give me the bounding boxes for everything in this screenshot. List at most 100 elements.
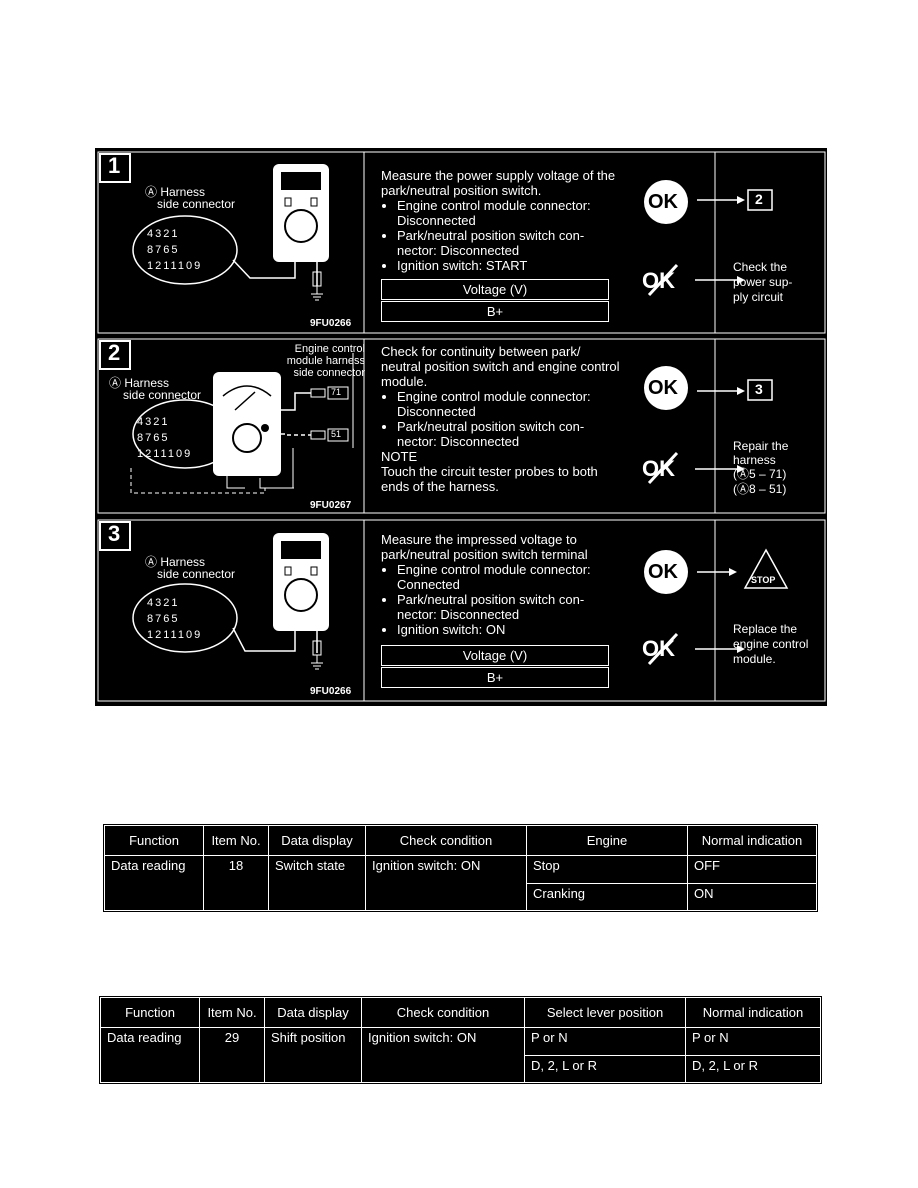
pin-12: 12 [147,260,164,272]
check-condition-cell: Ignition switch: ON [365,855,527,911]
step-number: 3 [108,521,121,546]
pin-8: 8 [147,244,156,256]
indication-cell: ON [687,882,817,911]
col-header: Item No. [203,825,269,856]
step1-figure [132,164,329,301]
ok-badge: OK [648,191,678,213]
pin-4: 4 [147,597,156,609]
pin-11: 11 [163,260,178,272]
bullet: Ignition switch: START [397,258,621,273]
instruction-title: Measure the power supply voltage of the … [381,168,616,198]
col-header: Data display [268,825,366,856]
ok-badge: OK [648,377,678,399]
pin-9: 9 [194,260,203,272]
ng-result: Replace the engine control module. [733,622,809,666]
pin-11: 11 [163,629,178,641]
pin-8: 8 [137,432,146,444]
bullet: Park/neutral position switch con- nector… [397,228,621,258]
panel-frame-graphics [97,151,826,702]
pin-2: 2 [163,597,172,609]
ng-badge: OK [642,268,675,293]
ng-result: Check the power sup- ply circuit [733,260,793,304]
pin-11: 11 [153,448,168,460]
pin-9: 9 [184,448,193,460]
step-number: 1 [108,153,121,178]
harness-label: Ⓐ Harness [145,555,206,569]
figure-code: 9FU0267 [310,500,352,511]
step3-figure [132,533,329,670]
instruction-block: Check for continuity between park/ neutr… [381,344,621,494]
connector-pins: 4321 8765 1211109 [147,595,227,643]
pin-2: 2 [163,228,172,240]
col-header: Normal indication [687,825,817,856]
bullet: Ignition switch: ON [397,622,621,637]
item-no-cell: 29 [199,1027,265,1083]
step-number: 2 [108,340,121,365]
diagnostic-flow-panel: 1 Ⓐ Harness side connector 4321 8765 121… [95,148,827,706]
col-header: Function [100,997,200,1028]
col-header: Check condition [361,997,525,1028]
bullet: Engine control module connector: Connect… [397,562,621,592]
pin-7: 7 [145,432,154,444]
check-condition-cell: Ignition switch: ON [361,1027,525,1083]
indication-cell: OFF [687,855,817,884]
harness-label: Ⓐ Harness [145,185,206,199]
pin-12: 12 [137,448,154,460]
harness-label-2: side connector [157,567,236,581]
col-header: Normal indication [685,997,821,1028]
indication-cell: P or N [685,1027,821,1056]
pin-12: 12 [147,629,164,641]
pin-3: 3 [155,228,164,240]
result-step: 3 [755,381,763,397]
pin-6: 6 [163,613,172,625]
pin-7: 7 [155,244,164,256]
figure-code: 9FU0266 [310,318,352,329]
pin-9: 9 [194,629,203,641]
pin-3: 3 [155,597,164,609]
col-header: Check condition [365,825,527,856]
bullet: Park/neutral position switch con- nector… [397,419,621,449]
stop-sign-icon: STOP [751,575,776,585]
pin-4: 4 [137,416,146,428]
harness-label: Ⓐ Harness [109,376,170,390]
figure-code: 9FU0266 [310,686,352,697]
pin-label-71: 71 [331,387,342,397]
step2-figure [130,353,354,494]
ok-ng-graphics [644,180,789,666]
voltage-value: B+ [381,667,609,688]
pin-10: 10 [177,260,195,272]
pin-6: 6 [163,244,172,256]
data-table-shift-position: Function Item No. Data display Check con… [99,996,822,1084]
state-cell: Stop [526,855,688,884]
voltage-header: Voltage (V) [381,279,609,300]
bullet: Engine control module connector: Disconn… [397,198,621,228]
pin-1: 1 [161,416,170,428]
ecm-connector-label: Engine control module harness side conne… [286,343,365,379]
pin-6: 6 [153,432,162,444]
ng-result-pins-1: (Ⓐ5 – 71) [733,467,787,481]
pin-10: 10 [167,448,185,460]
connector-pins: 4321 8765 1211109 [147,226,227,274]
pin-8: 8 [147,613,156,625]
result-step: 2 [755,191,763,207]
indication-cell: D, 2, L or R [685,1054,821,1083]
voltage-value: B+ [381,301,609,322]
state-cell: D, 2, L or R [524,1054,686,1083]
pin-label-51: 51 [331,429,342,439]
harness-label-2: side connector [157,197,236,211]
data-display-cell: Switch state [268,855,366,911]
pin-4: 4 [147,228,156,240]
pin-5: 5 [171,613,180,625]
pin-3: 3 [145,416,154,428]
connector-pins: 4321 8765 1211109 [137,414,217,462]
function-cell: Data reading [100,1027,200,1083]
item-no-cell: 18 [203,855,269,911]
pin-2: 2 [153,416,162,428]
ng-badge: OK [642,636,675,661]
instruction-block: Measure the impressed voltage to park/ne… [381,532,621,637]
instruction-block: Measure the power supply voltage of the … [381,168,621,273]
ng-result-pins-2: (Ⓐ8 – 51) [733,482,787,496]
col-header: Item No. [199,997,265,1028]
col-header: Data display [264,997,362,1028]
col-header: Select lever position [524,997,686,1028]
